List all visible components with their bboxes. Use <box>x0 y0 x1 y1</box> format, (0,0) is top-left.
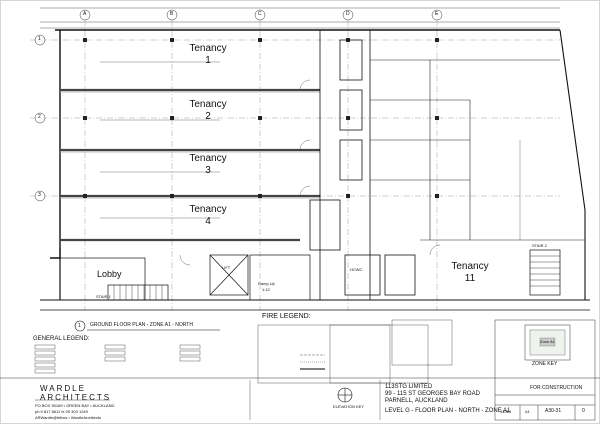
zone-key-label: ZONE KEY <box>532 361 558 367</box>
service-core <box>309 29 416 301</box>
project-sheet-title: LEVEL G - FLOOR PLAN - NORTH - ZONE A1 <box>385 408 511 414</box>
tenancy-number: 1 <box>205 55 211 66</box>
project-client: 113STG LIMITED <box>385 384 433 390</box>
tenancy-number: 4 <box>205 216 211 227</box>
tenancy-number: 11 <box>464 273 476 284</box>
grid-bubbles <box>34 9 443 202</box>
zone-key-tag: Zone A1 <box>540 339 555 344</box>
grid-label-column-e: E <box>435 11 439 17</box>
grid-label-column-d: D <box>346 11 350 17</box>
plan-title: GROUND FLOOR PLAN - ZONE A1 - NORTH <box>90 322 193 328</box>
architect-address: PO BOX 90169 • GREEN BAY • AUCKLAND <box>35 403 115 408</box>
elevation-key-icon <box>337 387 353 403</box>
elevation-key-label: ELEVATION KEY <box>333 404 364 409</box>
stair-1-label: STAIR 1 <box>96 294 111 299</box>
wall-dimension-ticks <box>100 61 521 240</box>
general-legend-box <box>34 344 201 374</box>
grid-label-row-3: 3 <box>38 192 41 198</box>
lift-label: LIFT <box>222 265 231 270</box>
grid-label-column-a: A <box>83 11 87 17</box>
grid-label-column-b: B <box>170 11 174 17</box>
project-block-divider <box>249 380 381 420</box>
plan-number: 1 <box>78 323 81 329</box>
grid-label-column-c: C <box>258 11 262 17</box>
plan-title-mark <box>74 320 220 332</box>
ramp-label: Ramp Up <box>258 281 275 286</box>
architect-name-bottom: ARCHITECTS <box>40 393 112 402</box>
fire-legend-box <box>257 319 453 384</box>
title-block-frame <box>0 319 600 421</box>
tenancy-4-label: Tenancy 4 <box>178 205 238 227</box>
architect-phone: ph 9 817 8611 fx 09 303 1249 <box>35 409 88 414</box>
general-legend-title: GENERAL LEGEND: <box>33 336 90 342</box>
status-text: FOR CONSTRUCTION <box>530 385 583 391</box>
tenancy-label: Tenancy <box>189 43 227 54</box>
stair-2-label: STAIR 2 <box>532 243 547 248</box>
architect-name-top: WARDLE <box>40 384 86 393</box>
tenancy-11-label: Tenancy 11 <box>440 262 500 284</box>
door-swings <box>179 79 441 266</box>
tenancy-3-label: Tenancy 3 <box>178 154 238 176</box>
tenancy-1-label: Tenancy 1 <box>178 44 238 66</box>
job-number: 14064 <box>500 409 512 414</box>
tenancy-wall-highlights <box>60 91 320 199</box>
drawing-number: A30-31 <box>545 408 562 414</box>
east-partitions <box>370 59 585 241</box>
top-dimension-lines <box>40 7 560 29</box>
stair-1 <box>107 284 169 301</box>
project-address-line1: 99 - 115 ST GEORGES BAY ROAD <box>385 391 480 397</box>
sheet-size: A1 <box>525 409 530 414</box>
tenancy-number: 2 <box>205 111 211 122</box>
tenancy-number: 3 <box>205 165 211 176</box>
lobby-area <box>59 254 311 301</box>
grid-label-row-1: 1 <box>38 36 41 42</box>
lobby-label: Lobby <box>97 269 122 279</box>
stair-2 <box>529 249 561 296</box>
zone-key-minimap <box>529 329 566 356</box>
tenancy-label: Tenancy <box>189 99 227 110</box>
tenancy-label: Tenancy <box>189 204 227 215</box>
tenancy-label: Tenancy <box>451 261 489 272</box>
tenancy-walls <box>60 88 320 242</box>
architect-email: ARWardle@fellow • WardleArchitects <box>35 415 101 420</box>
project-address-line2: PARNELL, AUCKLAND <box>385 398 448 404</box>
revision-number: 0 <box>582 408 585 414</box>
tenancy-2-label: Tenancy 2 <box>178 100 238 122</box>
ramp-gradient: 1:12 <box>262 287 270 292</box>
hcwc-label: HCWC <box>350 267 363 272</box>
grid-label-row-2: 2 <box>38 114 41 120</box>
tenancy-label: Tenancy <box>189 153 227 164</box>
fire-legend-title: FIRE LEGEND: <box>262 313 311 320</box>
